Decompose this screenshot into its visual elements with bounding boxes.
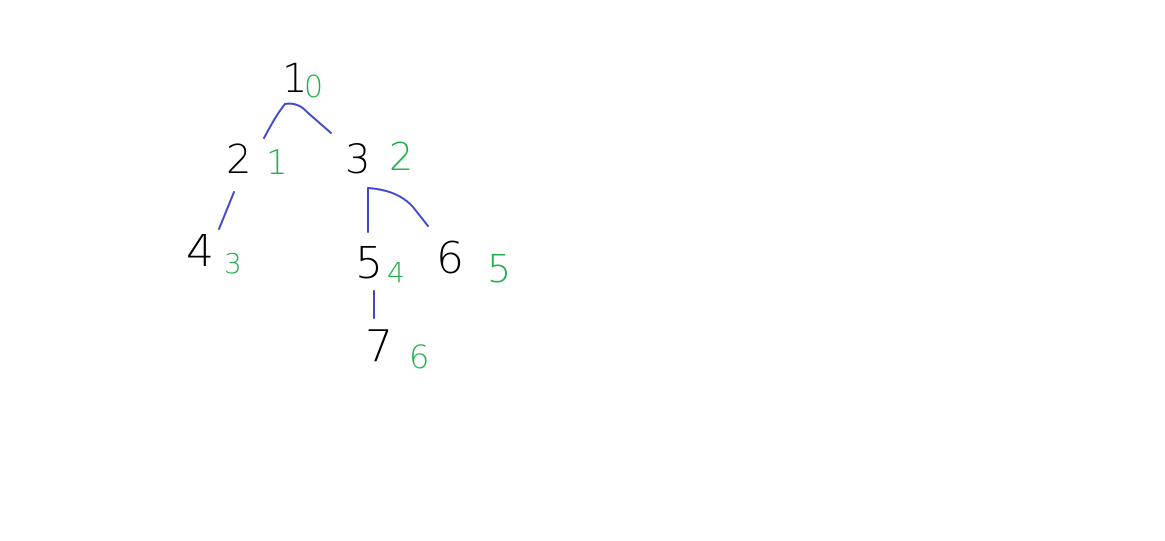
index-label-5: 5: [487, 247, 511, 291]
node-label-3: 3: [345, 137, 370, 183]
node-label-group: 1 2 3 4 5 6 7: [186, 56, 464, 372]
node-label-1: 1: [282, 56, 307, 102]
edge-1-2: [263, 103, 286, 139]
edge-3-6: [367, 187, 429, 227]
index-label-3: 3: [224, 247, 242, 280]
index-label-0: 0: [304, 70, 323, 105]
index-label-4: 4: [387, 256, 405, 289]
index-label-1: 1: [266, 143, 288, 183]
index-label-6: 6: [409, 338, 429, 376]
node-label-4: 4: [186, 226, 214, 277]
node-label-5: 5: [355, 238, 383, 289]
node-label-6: 6: [436, 233, 464, 284]
edge-1-3: [284, 102, 332, 134]
index-label-group: 0 1 2 3 4 5 6: [224, 70, 511, 376]
edge-2-4: [218, 191, 235, 230]
index-label-2: 2: [389, 135, 413, 179]
edge-group: [218, 102, 429, 319]
node-label-7: 7: [365, 321, 393, 372]
node-label-2: 2: [226, 137, 251, 183]
